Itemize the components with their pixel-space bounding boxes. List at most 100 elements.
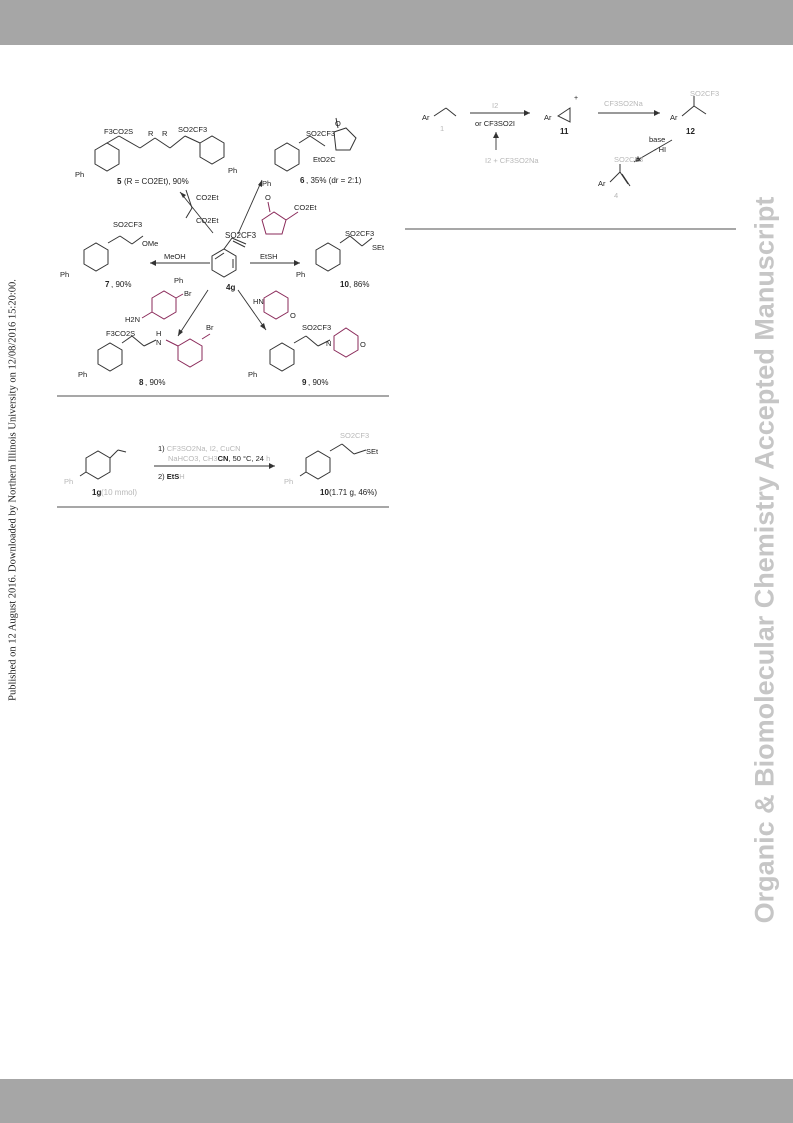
ph-8: Ph — [78, 370, 87, 379]
ar-12: Ar — [670, 113, 678, 122]
yield-7: , 90% — [111, 280, 131, 289]
id-11: 11 — [560, 127, 569, 136]
etsh-label: EtSH — [260, 252, 278, 261]
reagent-mid: or CF3SO2I — [475, 119, 515, 128]
amount-10-bottom: (1.71 g, 46%) — [329, 488, 377, 497]
ketoester-a: O — [265, 193, 271, 202]
reagent-top: I2 — [492, 101, 498, 110]
malonate-a: CO2Et — [196, 193, 219, 202]
group-10a: SO2CF3 — [345, 229, 374, 238]
morpholine-o: O — [290, 311, 296, 320]
ph-9: Ph — [248, 370, 257, 379]
malonate-b: CO2Et — [196, 216, 219, 225]
iodonium-plus: + — [574, 95, 578, 102]
yield-9: , 90% — [308, 378, 328, 387]
compound-10-left: SO2CF3 SEt Ph 10 , 86% — [296, 229, 385, 289]
compound-10-bottom: SO2CF3 SEt Ph 10 (1.71 g, 46%) — [284, 431, 379, 497]
ar-4: Ar — [598, 179, 606, 188]
compound-8: F3CO2S H N Br Ph 8 , 90% — [78, 323, 214, 387]
arrow-right-1: I2 or CF3SO2I I2 + CF3SO2Na — [470, 101, 539, 165]
yield-10: , 86% — [349, 280, 369, 289]
reagent-amine: Br H2N — [125, 289, 209, 337]
group-6c: EtO2C — [313, 155, 336, 164]
id-7: 7 — [105, 280, 110, 289]
id-1: 1 — [440, 124, 444, 133]
amine-br: Br — [184, 289, 192, 298]
group-6b: O — [335, 119, 341, 128]
ar-1: Ar — [422, 113, 430, 122]
ar-11: Ar — [544, 113, 552, 122]
group-12: SO2CF3 — [690, 89, 719, 98]
center-id: 4g — [226, 283, 235, 292]
group-9c: O — [360, 340, 366, 349]
id-4: 4 — [614, 191, 618, 200]
arrow-bottom: 1) CF3SO2Na, I2, CuCN NaHCO3, CH3CN, 50 … — [154, 444, 275, 481]
group-5c: R — [162, 129, 168, 138]
step2-reagent: CF3SO2Na — [604, 99, 644, 108]
hi-label: - HI — [654, 145, 666, 154]
compound-5: F3CO2S R R SO2CF3 Ph Ph 5 (R = CO2Et), 9… — [75, 125, 237, 186]
ph-6: Ph — [262, 179, 271, 188]
id-12: 12 — [686, 127, 695, 136]
id-10: 10 — [340, 280, 349, 289]
group-5b: R — [148, 129, 154, 138]
yield-5: (R = CO2Et), 90% — [124, 177, 189, 186]
arrow-etsh: EtSH — [250, 252, 300, 266]
center-ph: Ph — [174, 276, 183, 285]
group-8c: N — [156, 338, 161, 347]
ph-5b: Ph — [228, 166, 237, 175]
group-5d: SO2CF3 — [178, 125, 207, 134]
reagent-bottom: I2 + CF3SO2Na — [485, 156, 539, 165]
step2-line: 2) EtSH — [158, 472, 185, 481]
ph-1g: Ph — [64, 477, 73, 486]
group-8b: H — [156, 329, 161, 338]
group-7b: OMe — [142, 239, 158, 248]
ketoester-b: CO2Et — [294, 203, 317, 212]
group-7a: SO2CF3 — [113, 220, 142, 229]
id-1g: 1g — [92, 488, 101, 497]
amount-1g: (10 mmol) — [101, 488, 137, 497]
id-10-bottom: 10 — [320, 488, 329, 497]
ph-7: Ph — [60, 270, 69, 279]
step1-line-b: NaHCO3, CH3CN, 50 °C, 24 h — [168, 454, 270, 463]
compound-12: Ar SO2CF3 12 — [670, 89, 719, 136]
group-6a: SO2CF3 — [306, 129, 335, 138]
group-5a: F3CO2S — [104, 127, 133, 136]
group-4: SO2CF3 — [614, 155, 643, 164]
amine-h2n: H2N — [125, 315, 140, 324]
id-5: 5 — [117, 177, 122, 186]
group-10b: SEt — [372, 243, 385, 252]
arrow-meoh: MeOH — [150, 252, 210, 266]
meoh-label: MeOH — [164, 252, 186, 261]
compound-1: Ar 1 — [422, 107, 457, 133]
group-10-bottom-set: SEt — [366, 447, 379, 456]
ph-10-bottom: Ph — [284, 477, 293, 486]
compound-7: SO2CF3 OMe Ph 7 , 90% — [60, 220, 158, 289]
center-group: SO2CF3 — [225, 231, 257, 240]
reagent-morpholine: HN O — [237, 289, 296, 331]
ph-5a: Ph — [75, 170, 84, 179]
compound-4g: SO2CF3 Ph 4g — [174, 231, 257, 292]
group-9b: N — [326, 339, 331, 348]
compound-4: Ar SO2CF3 4 — [598, 155, 643, 200]
arrow-right-2: CF3SO2Na — [598, 99, 660, 116]
arrow-right-3: base - HI — [633, 135, 673, 163]
compound-6: SO2CF3 O EtO2C Ph 6 , 35% (dr = 2:1) — [262, 117, 362, 188]
reagent-malonate: CO2Et CO2Et — [179, 189, 219, 234]
reagent-ketoester: O CO2Et — [237, 179, 317, 235]
morpholine-hn: HN — [253, 297, 264, 306]
id-9: 9 — [302, 378, 307, 387]
step1-line-a: 1) CF3SO2Na, I2, CuCN — [158, 444, 241, 453]
id-6: 6 — [300, 176, 305, 185]
compound-9: SO2CF3 N O Ph 9 , 90% — [248, 323, 366, 387]
footer-bar — [0, 1079, 793, 1123]
group-9a: SO2CF3 — [302, 323, 331, 332]
group-8d: Br — [206, 323, 214, 332]
yield-8: , 90% — [145, 378, 165, 387]
group-8a: F3CO2S — [106, 329, 135, 338]
id-8: 8 — [139, 378, 144, 387]
yield-6: , 35% (dr = 2:1) — [306, 176, 362, 185]
compound-1g: Ph 1g (10 mmol) — [64, 449, 137, 497]
group-10-bottom: SO2CF3 — [340, 431, 369, 440]
ph-10: Ph — [296, 270, 305, 279]
